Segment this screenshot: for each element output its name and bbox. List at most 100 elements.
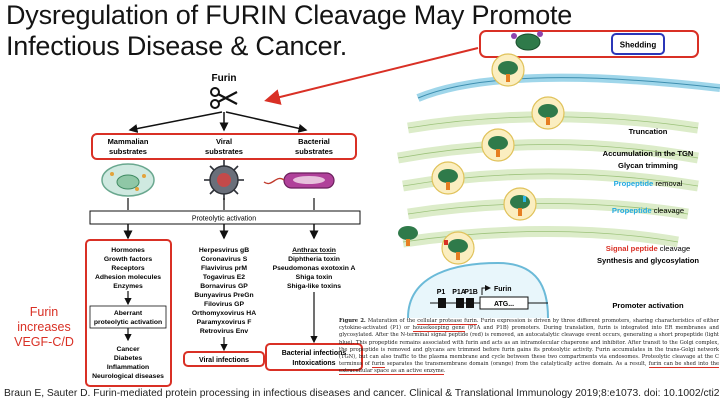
step-truncation: Truncation <box>629 127 668 136</box>
bacterial-outcome-highlight <box>265 343 363 371</box>
shedding-highlight <box>479 30 699 58</box>
bacterial-item: Anthrax toxin <box>292 247 336 254</box>
callout-arrow <box>264 47 479 105</box>
figure-caption: Figure 2. Maturation of the cellular pro… <box>339 318 719 390</box>
furin-vegf-note: Furin increases VEGF-C/D <box>4 305 84 350</box>
viral-infections-label: Viral infections <box>199 357 249 364</box>
bacterial-substrates-line2: substrates <box>295 147 333 156</box>
disease-item: Inflammation <box>107 364 149 371</box>
caption-text: separates the transmembrane domain (oran… <box>384 361 649 368</box>
furin-substrates-diagram: Furin Mammalian substrates Viral substra… <box>85 73 363 387</box>
disease-item: Diabetes <box>114 355 143 362</box>
title-line-1: Dysregulation of FURIN Cleavage May Prom… <box>6 0 573 30</box>
viral-item: Retrovirus Env <box>200 328 249 335</box>
promoter-p1a: P1A <box>452 289 466 296</box>
step-tgn: Accumulation in the TGN <box>603 149 694 158</box>
nucleus <box>407 261 549 318</box>
bacterial-outcome-line2: Intoxications <box>292 360 335 367</box>
furin-note-line: Furin <box>29 305 59 319</box>
viral-item: Flavivirus prM <box>201 265 247 272</box>
bacterial-item: Diphtheria toxin <box>288 256 340 263</box>
mammalian-substrate-list: Hormones Growth factors Receptors Adhesi… <box>95 247 161 290</box>
viral-infections-highlight <box>183 351 265 367</box>
caption-underline: furin can be shed into the extracellular… <box>339 361 719 376</box>
step-propeptide-cleavage: Propeptide cleavage <box>612 206 684 215</box>
furin-maturation-diagram: Shedding <box>397 30 720 318</box>
slide-title: Dysregulation of FURIN Cleavage May Prom… <box>6 0 572 62</box>
viral-item: Orthomyxovirus HA <box>192 310 256 317</box>
mammalian-outcome-highlight <box>85 239 172 387</box>
disease-item: Cancer <box>116 346 139 353</box>
viral-substrates-line1: Viral <box>216 137 232 146</box>
vesicle-protein <box>431 161 465 195</box>
shed-furin-protein <box>511 31 543 51</box>
mammalian-substrates-line2: substrates <box>109 147 147 156</box>
caption-text: . Furin expression is driven by three di… <box>339 318 719 332</box>
caption-text: . <box>443 368 446 375</box>
arrow-mammalian <box>128 111 223 133</box>
viral-item: Paramyxovirus F <box>197 319 252 326</box>
atg-label: ATG... <box>494 301 514 308</box>
shedding-box <box>611 33 665 55</box>
step-propeptide-removal: Propeptide removal <box>614 179 683 188</box>
step-promoter: Promoter activation <box>612 301 684 310</box>
furin-gene-label: Furin <box>494 286 512 293</box>
vesicle-protein <box>441 231 475 265</box>
viral-substrates-line2: substrates <box>205 147 243 156</box>
promoter-p1: P1 <box>437 289 446 296</box>
mammalian-item: Growth factors <box>104 256 153 263</box>
proteolytic-activation-box <box>89 210 361 225</box>
disease-item: Neurological diseases <box>92 373 164 380</box>
caption-text: Maturation of the <box>365 318 418 324</box>
mammalian-item: Hormones <box>111 247 145 254</box>
citation: Braun E, Sauter D. Furin-mediated protei… <box>4 388 720 399</box>
bacterial-substrate-list: Anthrax toxin Diphtheria toxin Pseudomon… <box>273 247 356 290</box>
viral-item: Bornavirus GP <box>200 283 248 290</box>
viral-item: Bunyavirus PreGn <box>194 292 253 299</box>
caption-underline: cellular protease furin <box>417 318 477 325</box>
step-glycan: Glycan trimming <box>618 161 678 170</box>
mammalian-substrates-line1: Mammalian <box>108 137 149 146</box>
plasma-membrane <box>416 73 720 102</box>
aberrant-line1: Aberrant <box>114 310 143 317</box>
caption-underline: furin <box>371 361 385 369</box>
mammalian-item: Receptors <box>111 265 144 272</box>
bacterial-item: Shiga toxin <box>296 274 333 281</box>
vesicle-protein <box>531 96 565 130</box>
mammalian-item: Enzymes <box>113 283 143 290</box>
proteolytic-activation-label: Proteolytic activation <box>192 216 256 223</box>
vesicle-protein <box>481 128 515 162</box>
atg-box <box>479 296 529 310</box>
viral-item: Herpesvirus gB <box>199 247 249 254</box>
mammalian-cell-icon <box>101 163 155 197</box>
promoter-p1b: P1B <box>464 289 478 296</box>
viral-substrate-list: Herpesvirus gB Coronavirus S Flavivirus … <box>192 247 256 335</box>
bacterial-substrates-line1: Bacterial <box>298 137 330 146</box>
vesicle-protein <box>491 53 525 87</box>
step-synthesis: Synthesis and glycosylation <box>597 256 699 265</box>
virus-icon <box>204 160 244 200</box>
mammalian-item: Adhesion molecules <box>95 274 161 281</box>
arrow-bacterial <box>225 111 308 133</box>
scissors-icon <box>210 87 238 109</box>
substrates-highlight <box>91 133 357 160</box>
er-protein <box>398 226 418 246</box>
bacterium-icon <box>263 172 335 189</box>
viral-item: Filovirus GP <box>204 301 245 308</box>
aberrant-line2: proteolytic activation <box>94 319 162 326</box>
caption-text: (P1A and P1B) promoters. During translat… <box>339 325 719 368</box>
step-signal-peptide-cleavage: Signal peptide cleavage <box>606 244 690 253</box>
disease-list: Cancer Diabetes Inflammation Neurologica… <box>92 346 164 380</box>
shedding-label: Shedding <box>620 41 657 50</box>
bacterial-outcome-line1: Bacterial infections <box>282 350 347 357</box>
title-line-2: Infectious Disease & Cancer. <box>6 31 348 61</box>
viral-item: Togavirus E2 <box>203 274 245 281</box>
bacterial-item: Shiga-like toxins <box>287 283 341 290</box>
furin-note-line: VEGF-C/D <box>14 335 74 349</box>
caption-label: Figure 2. <box>339 318 366 324</box>
furin-note-line: increases <box>17 320 71 334</box>
furin-label: Furin <box>212 73 237 84</box>
vesicle-protein <box>503 187 537 221</box>
caption-underline: housekeeping gene <box>412 325 465 333</box>
